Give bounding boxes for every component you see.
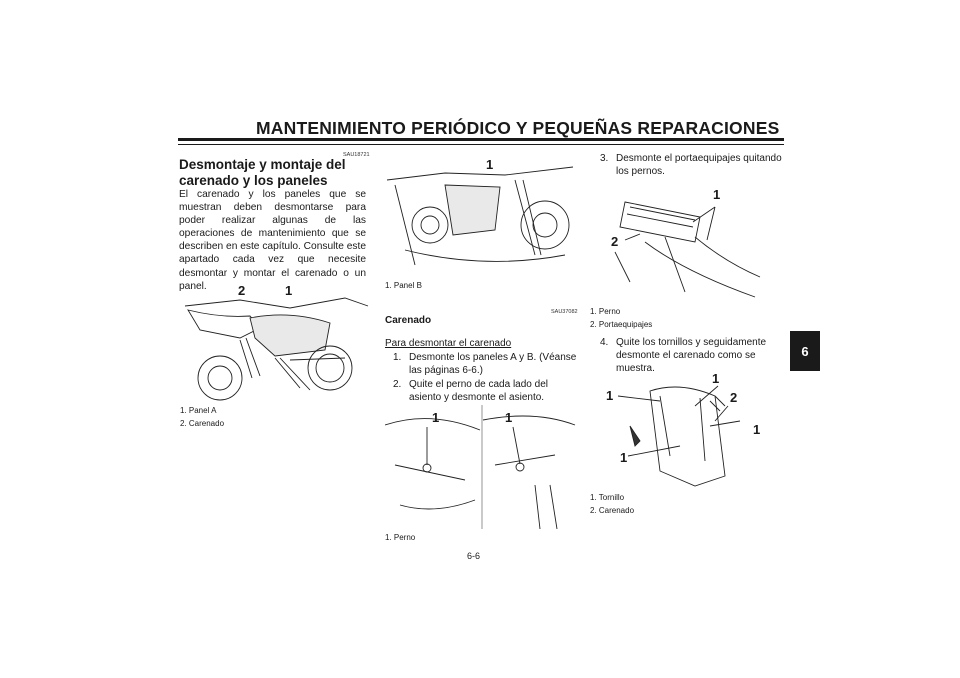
header-rule-thick bbox=[178, 138, 784, 141]
callout-1: 1 bbox=[620, 450, 627, 465]
callout-2: 2 bbox=[238, 283, 245, 298]
step-text: Desmonte el portaequipajes quitando los … bbox=[616, 153, 782, 177]
chapter-tab: 6 bbox=[790, 331, 820, 371]
callout-2: 2 bbox=[730, 390, 737, 405]
step-item: 3. Desmonte el portaequipajes quitando l… bbox=[600, 153, 785, 179]
caption-2: 2. Carenado bbox=[180, 419, 225, 428]
caption-2: 2. Carenado bbox=[590, 506, 635, 515]
step-item: 4. Quite los tornillos y seguidamente de… bbox=[600, 337, 785, 375]
caption-1: 1. Perno bbox=[590, 307, 621, 316]
procedure-heading: Para desmontar el carenado bbox=[385, 338, 512, 349]
caption-2: 2. Portaequipajes bbox=[590, 320, 653, 329]
callout-1: 1 bbox=[753, 422, 760, 437]
callout-2: 2 bbox=[611, 234, 618, 249]
callout-1: 1 bbox=[712, 371, 719, 386]
section-code-2: SAU37082 bbox=[551, 309, 578, 315]
caption-perno: 1. Perno bbox=[385, 533, 416, 542]
step-text: Quite los tornillos y seguidamente desmo… bbox=[616, 337, 767, 374]
subsection-title: Carenado bbox=[385, 315, 432, 326]
step-text: Quite el perno de cada lado del asiento … bbox=[409, 379, 548, 403]
step-number: 4. bbox=[600, 337, 609, 348]
figure-seat-bolts: 1 1 bbox=[385, 405, 576, 529]
step-number: 2. bbox=[393, 379, 402, 390]
callout-1: 1 bbox=[486, 157, 493, 172]
step-text: Desmonte los paneles A y B. (Véanse las … bbox=[409, 352, 577, 376]
figure-panel-a: 2 1 bbox=[184, 283, 369, 401]
callout-1b: 1 bbox=[505, 410, 512, 425]
step-number: 1. bbox=[393, 352, 402, 363]
section-paragraph: El carenado y los paneles que se muestra… bbox=[179, 189, 366, 292]
figure-panel-b: 1 bbox=[386, 157, 574, 266]
callout-1: 1 bbox=[713, 187, 720, 202]
header-rule-thin bbox=[178, 144, 784, 145]
page-number: 6-6 bbox=[467, 551, 481, 561]
figure-carrier: 1 2 bbox=[611, 187, 761, 298]
figure-cowling: 1 1 2 1 1 bbox=[606, 371, 760, 487]
step-item: 2. Quite el perno de cada lado del asien… bbox=[393, 379, 578, 405]
caption-1: 1. Panel A bbox=[180, 406, 217, 415]
section-title: Desmontaje y montaje del carenado y los … bbox=[179, 157, 346, 188]
section-code: SAU18721 bbox=[343, 152, 370, 158]
caption-panel-b: 1. Panel B bbox=[385, 281, 422, 290]
step-number: 3. bbox=[600, 153, 609, 164]
callout-1a: 1 bbox=[432, 410, 439, 425]
callout-1: 1 bbox=[606, 388, 613, 403]
caption-1: 1. Tornillo bbox=[590, 493, 625, 502]
page-header-title: MANTENIMIENTO PERIÓDICO Y PEQUEÑAS REPAR… bbox=[256, 118, 780, 138]
step-item: 1. Desmonte los paneles A y B. (Véanse l… bbox=[393, 352, 578, 378]
callout-1: 1 bbox=[285, 283, 292, 298]
